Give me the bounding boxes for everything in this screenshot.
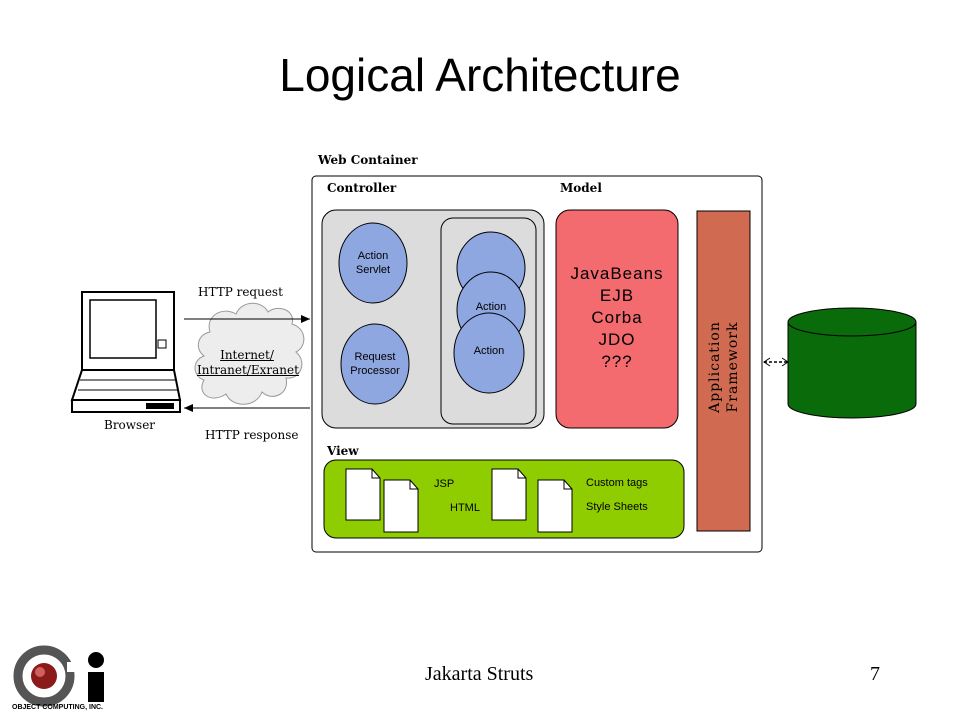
view-style-sheets-label: Style Sheets [586,501,648,513]
http-response-label: HTTP response [205,428,299,442]
document-icon-3 [491,468,527,521]
model-items-list: JavaBeans EJB Corba JDO ??? [556,263,678,373]
network-cloud-icon [194,302,305,405]
action-servlet-line1: Action [357,250,389,262]
action-circle-front [453,312,525,394]
request-processor-line1: Request [354,351,396,363]
action-label-front: Action [473,345,505,357]
view-html-label: HTML [450,502,480,514]
document-icon-4 [537,479,573,533]
document-icon-1 [345,468,381,521]
action-label-middle: Action [475,301,507,313]
application-framework-line1: Application [707,321,723,413]
network-label-line1: Internet/ [220,348,274,362]
page-number: 7 [870,663,880,685]
model-item: JavaBeans [570,264,664,283]
browser-label: Browser [104,418,156,432]
model-item: JDO [598,330,636,349]
model-item: Corba [591,308,643,327]
model-item: EJB [599,286,635,305]
request-processor-circle [340,323,410,405]
application-framework-box [696,210,751,532]
logo-text: Object Computing, Inc. [12,704,104,711]
document-icon-2 [383,479,419,533]
object-computing-logo [13,645,104,707]
view-jsp-label: JSP [434,478,455,490]
model-box [555,209,679,429]
application-framework-label: Application Framework [706,267,742,467]
application-framework-line2: Framework [725,321,741,413]
action-servlet-label: Action Servlet [339,249,407,277]
http-request-label: HTTP request [198,285,283,299]
database-icon [787,307,917,419]
request-processor-label: Request Processor [341,350,409,378]
slide-title: Logical Architecture [279,49,681,101]
model-item: ??? [601,352,633,371]
network-label-line2: Intranet/Exranet [197,363,299,377]
network-label: Internet/ Intranet/Exranet [197,348,299,378]
computer-icon [70,291,182,413]
model-label: Model [560,181,602,195]
controller-label: Controller [327,181,397,195]
request-processor-line2: Processor [350,365,400,377]
action-servlet-line2: Servlet [355,264,391,276]
action-servlet-circle [338,222,408,304]
view-label: View [327,444,359,458]
footer-title: Jakarta Struts [425,663,534,685]
view-custom-tags-label: Custom tags [586,477,648,489]
web-container-label: Web Container [318,153,418,167]
